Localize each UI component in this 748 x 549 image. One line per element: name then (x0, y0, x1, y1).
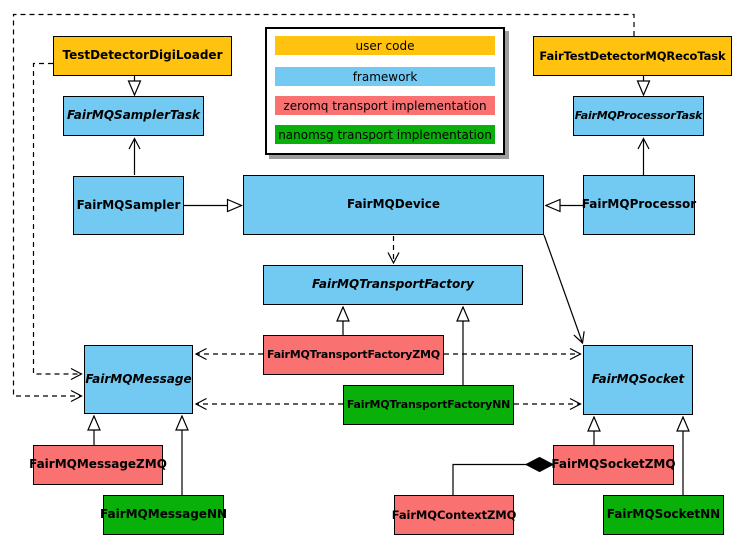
legend: user code framework zeromq transport imp… (265, 27, 505, 155)
edge-digiloader-message (32, 62, 83, 381)
node-test-detector-digi-loader: TestDetectorDigiLoader (53, 36, 232, 76)
node-fairmq-message-nn: FairMQMessageNN (100, 495, 227, 535)
node-fairmq-transport-factory-zmq: FairMQTransportFactoryZMQ (263, 335, 444, 375)
node-fairmq-sampler-task: FairMQSamplerTask (63, 96, 204, 136)
node-fairmq-processor-task: FairMQProcessorTask (573, 96, 704, 136)
composition-diamond (524, 456, 555, 473)
node-fairmq-processor: FairMQProcessor (582, 175, 696, 235)
node-fairmq-device: FairMQDevice (243, 175, 544, 235)
node-fair-test-detector-mq-reco-task: FairTestDetectorMQRecoTask (533, 36, 732, 76)
legend-item-nanomsg: nanomsg transport implementation (275, 125, 495, 144)
legend-item-user-code: user code (275, 36, 495, 55)
edge-device-socket (543, 234, 585, 345)
node-fairmq-transport-factory: FairMQTransportFactory (263, 265, 523, 305)
legend-item-framework: framework (275, 67, 495, 86)
node-fairmq-transport-factory-nn: FairMQTransportFactoryNN (343, 385, 514, 425)
node-fairmq-sampler: FairMQSampler (73, 176, 184, 235)
node-fairmq-context-zmq: FairMQContextZMQ (392, 495, 516, 535)
node-fairmq-message-zmq: FairMQMessageZMQ (29, 445, 167, 485)
node-fairmq-socket: FairMQSocket (583, 345, 693, 415)
edge-ctxzmq-sockzmq (452, 463, 527, 495)
legend-item-zeromq: zeromq transport implementation (275, 96, 495, 115)
node-fairmq-socket-zmq: FairMQSocketZMQ (551, 445, 676, 485)
edge-recotask-message (12, 13, 635, 403)
node-fairmq-socket-nn: FairMQSocketNN (603, 495, 724, 535)
node-fairmq-message: FairMQMessage (84, 345, 193, 414)
